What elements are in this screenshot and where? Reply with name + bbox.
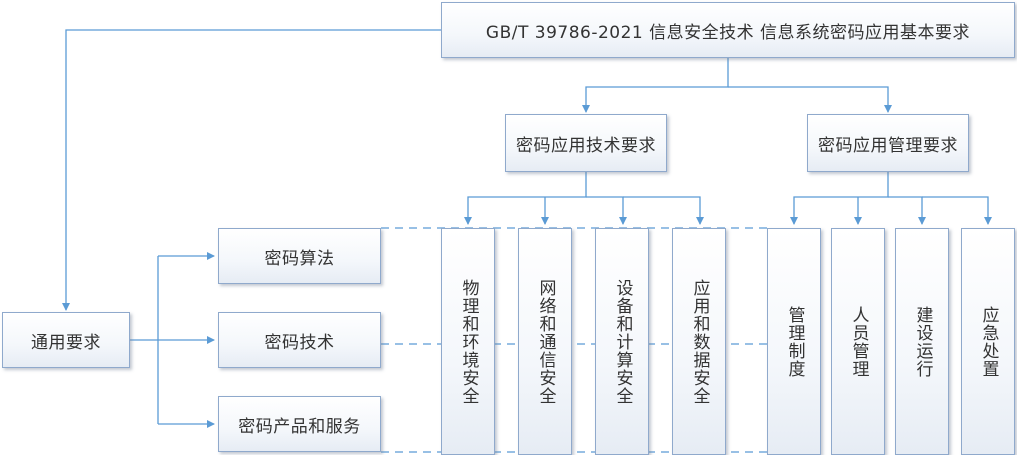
tech-item-device-computing: 设备和计算安全: [595, 228, 649, 455]
mgmt-item-emergency-response: 应急处置: [961, 228, 1015, 455]
mgmt-item-personnel: 人员管理: [831, 228, 885, 455]
root-to-mgmt-connector: [728, 86, 892, 113]
root-standard-box: GB/T 39786-2021 信息安全技术 信息系统密码应用基本要求: [441, 2, 1015, 58]
mgmt-branch-line: [790, 172, 889, 225]
mgmt-requirements-box: 密码应用管理要求: [807, 114, 969, 172]
tech-branch-line: [464, 172, 587, 225]
tech-item-network-communication: 网络和通信安全: [518, 228, 572, 455]
general-item-products-services: 密码产品和服务: [218, 396, 381, 452]
tech-item-application-data: 应用和数据安全: [672, 228, 726, 455]
general-requirements-box: 通用要求: [2, 312, 130, 368]
mgmt-item-management-system: 管理制度: [767, 228, 821, 455]
general-item-algorithm: 密码算法: [218, 228, 381, 284]
tech-requirements-box: 密码应用技术要求: [505, 114, 667, 172]
tech-item-physical-environment: 物理和环境安全: [441, 228, 495, 455]
root-to-tech-connector: [582, 58, 729, 113]
general-item-technology: 密码技术: [218, 312, 381, 368]
mgmt-item-construction-operation: 建设运行: [895, 228, 949, 455]
root-to-general-connector: [62, 29, 441, 311]
